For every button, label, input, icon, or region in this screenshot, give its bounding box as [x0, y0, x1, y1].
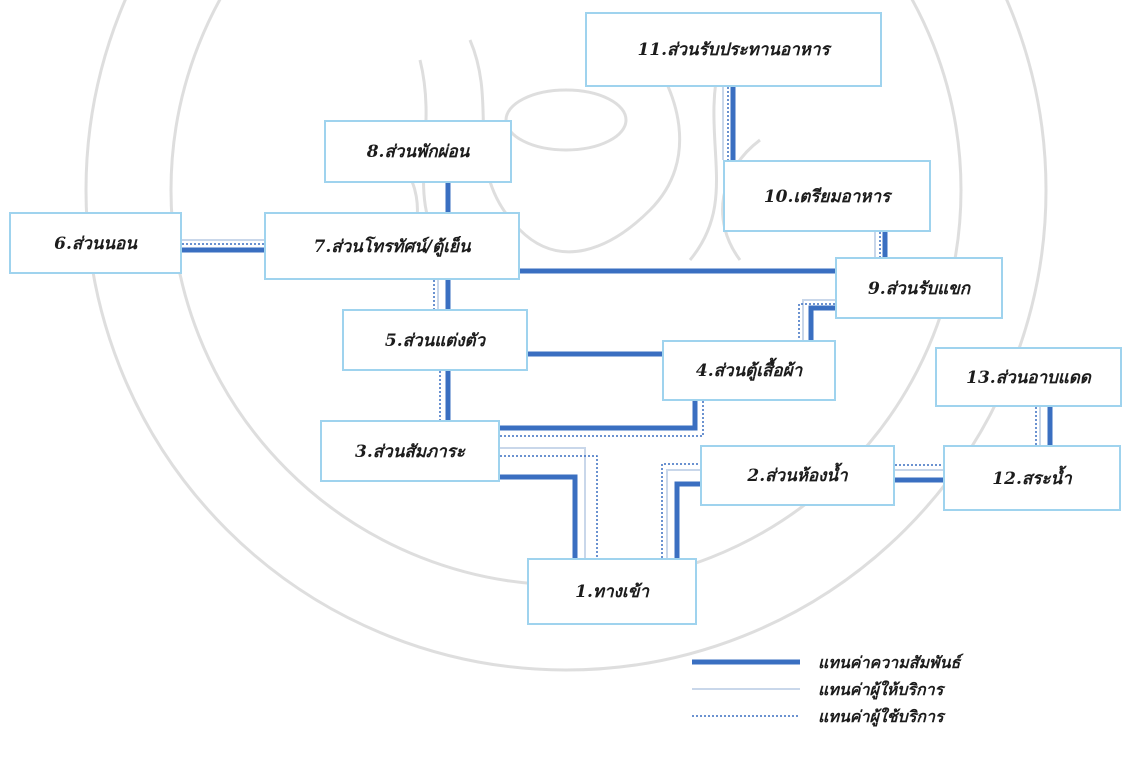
node-3-luggage: 3.ส่วนสัมภาระ	[320, 420, 500, 482]
relation-line-9-4	[808, 305, 835, 340]
legend-relation-label: แทนค่าความสัมพันธ์	[818, 653, 961, 672]
node-7-tv-fridge: 7.ส่วนโทรทัศน์/ตู้เย็น	[264, 212, 520, 280]
node-4-wardrobe: 4.ส่วนตู้เสื้อผ้า	[662, 340, 836, 401]
node-2-bathroom: 2.ส่วนห้องน้ำ	[700, 445, 895, 506]
relation-line-3-4	[500, 401, 698, 431]
node-1-entrance: 1.ทางเข้า	[527, 558, 697, 625]
node-11-dining: 11.ส่วนรับประทานอาหาร	[585, 12, 882, 87]
legend-user-label: แทนค่าผู้ใช้บริการ	[818, 707, 944, 726]
legend-provider-label: แทนค่าผู้ให้บริการ	[818, 680, 944, 699]
node-5-dressing: 5.ส่วนแต่งตัว	[342, 309, 528, 371]
node-13-sunbathing: 13.ส่วนอาบแดด	[935, 347, 1122, 407]
relation-line-1-2	[674, 481, 700, 558]
relation-line-3-1	[500, 474, 578, 558]
node-10-food-prep: 10.เตรียมอาหาร	[723, 160, 931, 232]
node-9-reception: 9.ส่วนรับแขก	[835, 257, 1003, 319]
node-6-sleep: 6.ส่วนนอน	[9, 212, 182, 274]
node-8-rest: 8.ส่วนพักผ่อน	[324, 120, 512, 183]
node-12-pool: 12.สระน้ำ	[943, 445, 1121, 511]
